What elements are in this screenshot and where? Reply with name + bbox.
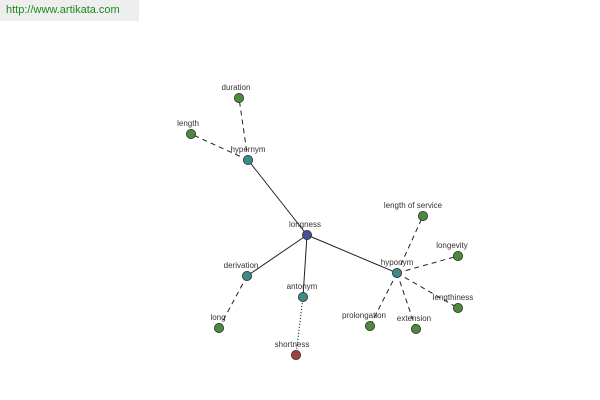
node-label-antonym[interactable]: antonym	[287, 282, 318, 291]
edge-antonym-shortness	[295, 296, 304, 356]
node-extension[interactable]	[410, 323, 421, 334]
edges	[190, 97, 459, 356]
url-bar: http://www.artikata.com	[0, 0, 139, 21]
node-shortness[interactable]	[290, 349, 301, 360]
edge-hyponym-length-of-service	[396, 215, 424, 274]
node-label-length-of-service[interactable]: length of service	[384, 201, 443, 210]
edge-longness-hypernym	[247, 159, 308, 236]
edge-longness-antonym	[302, 234, 308, 298]
edge-longness-derivation	[246, 234, 308, 277]
edge-derivation-long	[218, 275, 248, 329]
edge-hypernym-duration	[238, 97, 249, 161]
labels: longness hypernym hyponym derivation antonym…	[177, 83, 473, 349]
edge-hyponym-prolongation	[369, 272, 398, 327]
node-hypernym[interactable]	[242, 154, 253, 165]
node-prolongation[interactable]	[364, 320, 375, 331]
node-label-longevity[interactable]: longevity	[436, 241, 468, 250]
edge-hyponym-lengthiness	[396, 272, 459, 309]
node-longness[interactable]	[301, 229, 312, 240]
edge-longness-hyponym	[306, 234, 398, 274]
node-label-lengthiness[interactable]: lengthiness	[433, 293, 473, 302]
node-label-extension[interactable]: extension	[397, 314, 431, 323]
node-label-hyponym[interactable]: hyponym	[381, 258, 414, 267]
node-label-longness[interactable]: longness	[289, 220, 321, 229]
edge-hypernym-length	[190, 133, 249, 161]
edge-hyponym-longevity	[396, 255, 459, 274]
node-duration[interactable]	[233, 93, 244, 104]
node-lengthiness[interactable]	[452, 302, 463, 313]
nodes	[185, 93, 463, 360]
node-hyponym[interactable]	[391, 267, 402, 278]
edge-hyponym-extension	[396, 272, 417, 330]
node-label-length[interactable]: length	[177, 119, 199, 128]
node-label-derivation[interactable]: derivation	[224, 261, 259, 270]
node-label-duration[interactable]: duration	[222, 83, 251, 92]
node-length-of-service[interactable]	[417, 210, 428, 221]
node-derivation[interactable]	[241, 270, 252, 281]
node-label-shortness[interactable]: shortness	[275, 340, 310, 349]
url-link[interactable]: http://www.artikata.com	[6, 4, 120, 16]
node-label-long[interactable]: long	[210, 313, 225, 322]
node-longevity[interactable]	[452, 250, 463, 261]
node-long[interactable]	[213, 322, 224, 333]
node-label-prolongation[interactable]: prolongation	[342, 311, 386, 320]
node-label-hypernym[interactable]: hypernym	[230, 145, 265, 154]
node-antonym[interactable]	[297, 291, 308, 302]
node-length[interactable]	[185, 128, 196, 139]
